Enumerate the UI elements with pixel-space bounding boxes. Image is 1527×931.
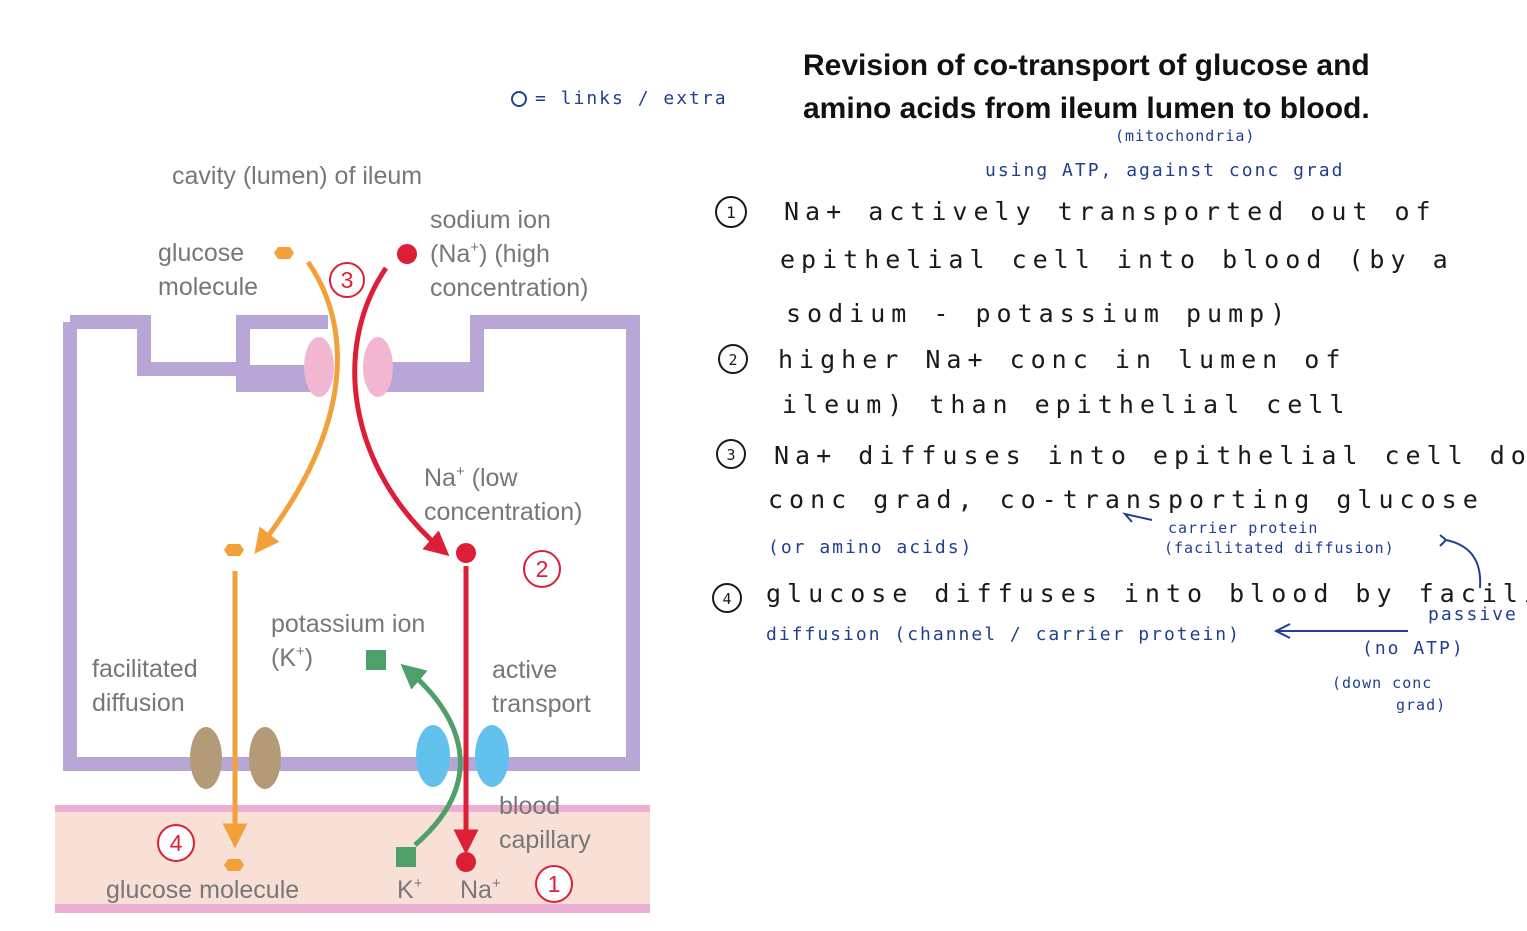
glucose-molecule-label: molecule: [158, 273, 258, 301]
potassium-ion-icon: [366, 650, 386, 670]
blood-capillary-top-edge: [55, 805, 650, 812]
potassium-ion-icon: [396, 847, 416, 867]
svg-text:= links / extra: = links / extra: [535, 88, 728, 109]
cavity-label: cavity (lumen) of ileum: [172, 162, 422, 190]
glucose-molecule-icon: [224, 544, 244, 556]
glucose-molecule-icon: [224, 859, 244, 871]
links-extra-annotation: = links / extra: [511, 88, 728, 109]
sodium-ion-label: sodium ion: [430, 206, 551, 234]
svg-text:Na+ actively transported out o: Na+ actively transported out of: [784, 197, 1437, 226]
facilitated-diffusion-protein-right: [249, 727, 281, 789]
na-low-label: Na+ (low: [424, 463, 518, 492]
potassium-bottom-label: K+: [397, 875, 423, 904]
facilitated-diffusion-protein-left: [190, 727, 222, 789]
co-transport-carrier-protein-left: [304, 337, 334, 397]
svg-text:passive: passive: [1428, 604, 1518, 625]
step-3-circle: [329, 262, 365, 298]
na-low-label: concentration): [424, 498, 582, 526]
active-transport-label: transport: [492, 690, 591, 718]
svg-text:(facilitated diffusion): (facilitated diffusion): [1164, 539, 1395, 557]
handwritten-notes: (mitochondria) using ATP, against conc g…: [712, 127, 1527, 714]
blood-capillary-bottom-edge: [55, 904, 650, 913]
sodium-potassium-pump-right: [475, 725, 509, 787]
step-4-circle: [157, 824, 195, 862]
svg-text:(mitochondria): (mitochondria): [1115, 127, 1255, 145]
svg-text:1: 1: [726, 203, 736, 222]
potassium-entry-arrow: [400, 663, 463, 847]
glucose-molecule-label: glucose: [158, 239, 244, 267]
blood-capillary-label: blood: [499, 792, 560, 820]
step-1-circle: [535, 865, 573, 903]
svg-text:conc grad, co-transporting glu: conc grad, co-transporting glucose: [768, 485, 1484, 514]
sodium-ion-icon: [456, 852, 476, 872]
page-title: Revision of co-transport of glucose and …: [803, 44, 1370, 130]
potassium-ion-label: (K+): [271, 643, 313, 672]
step-1-number: 1: [548, 871, 561, 897]
svg-text:glucose diffuses into blood by: glucose diffuses into blood by facilitat…: [766, 579, 1527, 608]
svg-text:sodium - potassium pump): sodium - potassium pump): [786, 299, 1291, 328]
step-4-number: 4: [170, 830, 183, 856]
sodium-bottom-label: Na+: [460, 875, 501, 904]
facilitated-diffusion-label: diffusion: [92, 689, 185, 717]
svg-text:4: 4: [722, 590, 731, 608]
sodium-ion-icon: [397, 244, 417, 264]
potassium-ion-label: potassium ion: [271, 610, 425, 638]
svg-text:diffusion (channel / carrier p: diffusion (channel / carrier protein): [766, 624, 1241, 645]
sodium-ion-icon: [456, 543, 476, 563]
sodium-ion-label: concentration): [430, 274, 588, 302]
step-3-number: 3: [341, 267, 354, 293]
svg-text:grad): grad): [1396, 696, 1446, 714]
svg-text:2: 2: [728, 351, 737, 369]
svg-text:(no ATP): (no ATP): [1362, 638, 1465, 659]
active-transport-label: active: [492, 656, 557, 684]
sodium-ion-label: (Na+) (high: [430, 239, 550, 268]
page-title-line-2: amino acids from ileum lumen to blood.: [803, 92, 1370, 125]
blood-capillary-label: capillary: [499, 826, 591, 854]
glucose-molecule-bottom-label: glucose molecule: [106, 876, 299, 904]
step-2-number: 2: [536, 556, 549, 582]
sodium-potassium-pump-left: [416, 725, 450, 787]
glucose-molecule-icon: [274, 247, 294, 259]
svg-text:ileum) than epithelial cell: ileum) than epithelial cell: [782, 390, 1350, 419]
svg-text:epithelial cell into blood (by: epithelial cell into blood (by a: [780, 245, 1454, 274]
svg-text:(down conc: (down conc: [1332, 674, 1432, 692]
sodium-entry-arrow: [352, 266, 450, 557]
svg-text:(or amino acids): (or amino acids): [768, 537, 973, 558]
glucose-entry-arrow: [254, 260, 340, 554]
step-2-circle: [523, 550, 561, 588]
svg-text:using ATP, against conc grad: using ATP, against conc grad: [985, 160, 1344, 181]
svg-text:Na+ diffuses into epithelial c: Na+ diffuses into epithelial cell down: [774, 441, 1527, 470]
svg-text:higher Na+ conc in lumen of: higher Na+ conc in lumen of: [778, 345, 1346, 374]
svg-text:3: 3: [726, 446, 735, 464]
page-title-line-1: Revision of co-transport of glucose and: [803, 49, 1370, 82]
facilitated-diffusion-label: facilitated: [92, 655, 198, 683]
co-transport-carrier-protein-right: [363, 337, 393, 397]
svg-text:carrier protein: carrier protein: [1168, 519, 1318, 537]
